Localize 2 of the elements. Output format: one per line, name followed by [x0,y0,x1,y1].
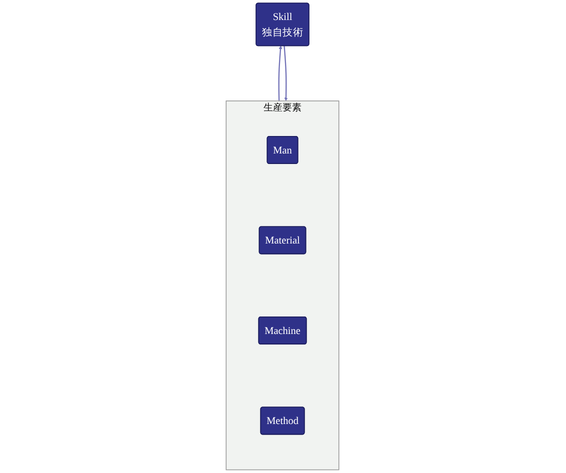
arrow [278,46,283,101]
arrow [284,46,288,102]
